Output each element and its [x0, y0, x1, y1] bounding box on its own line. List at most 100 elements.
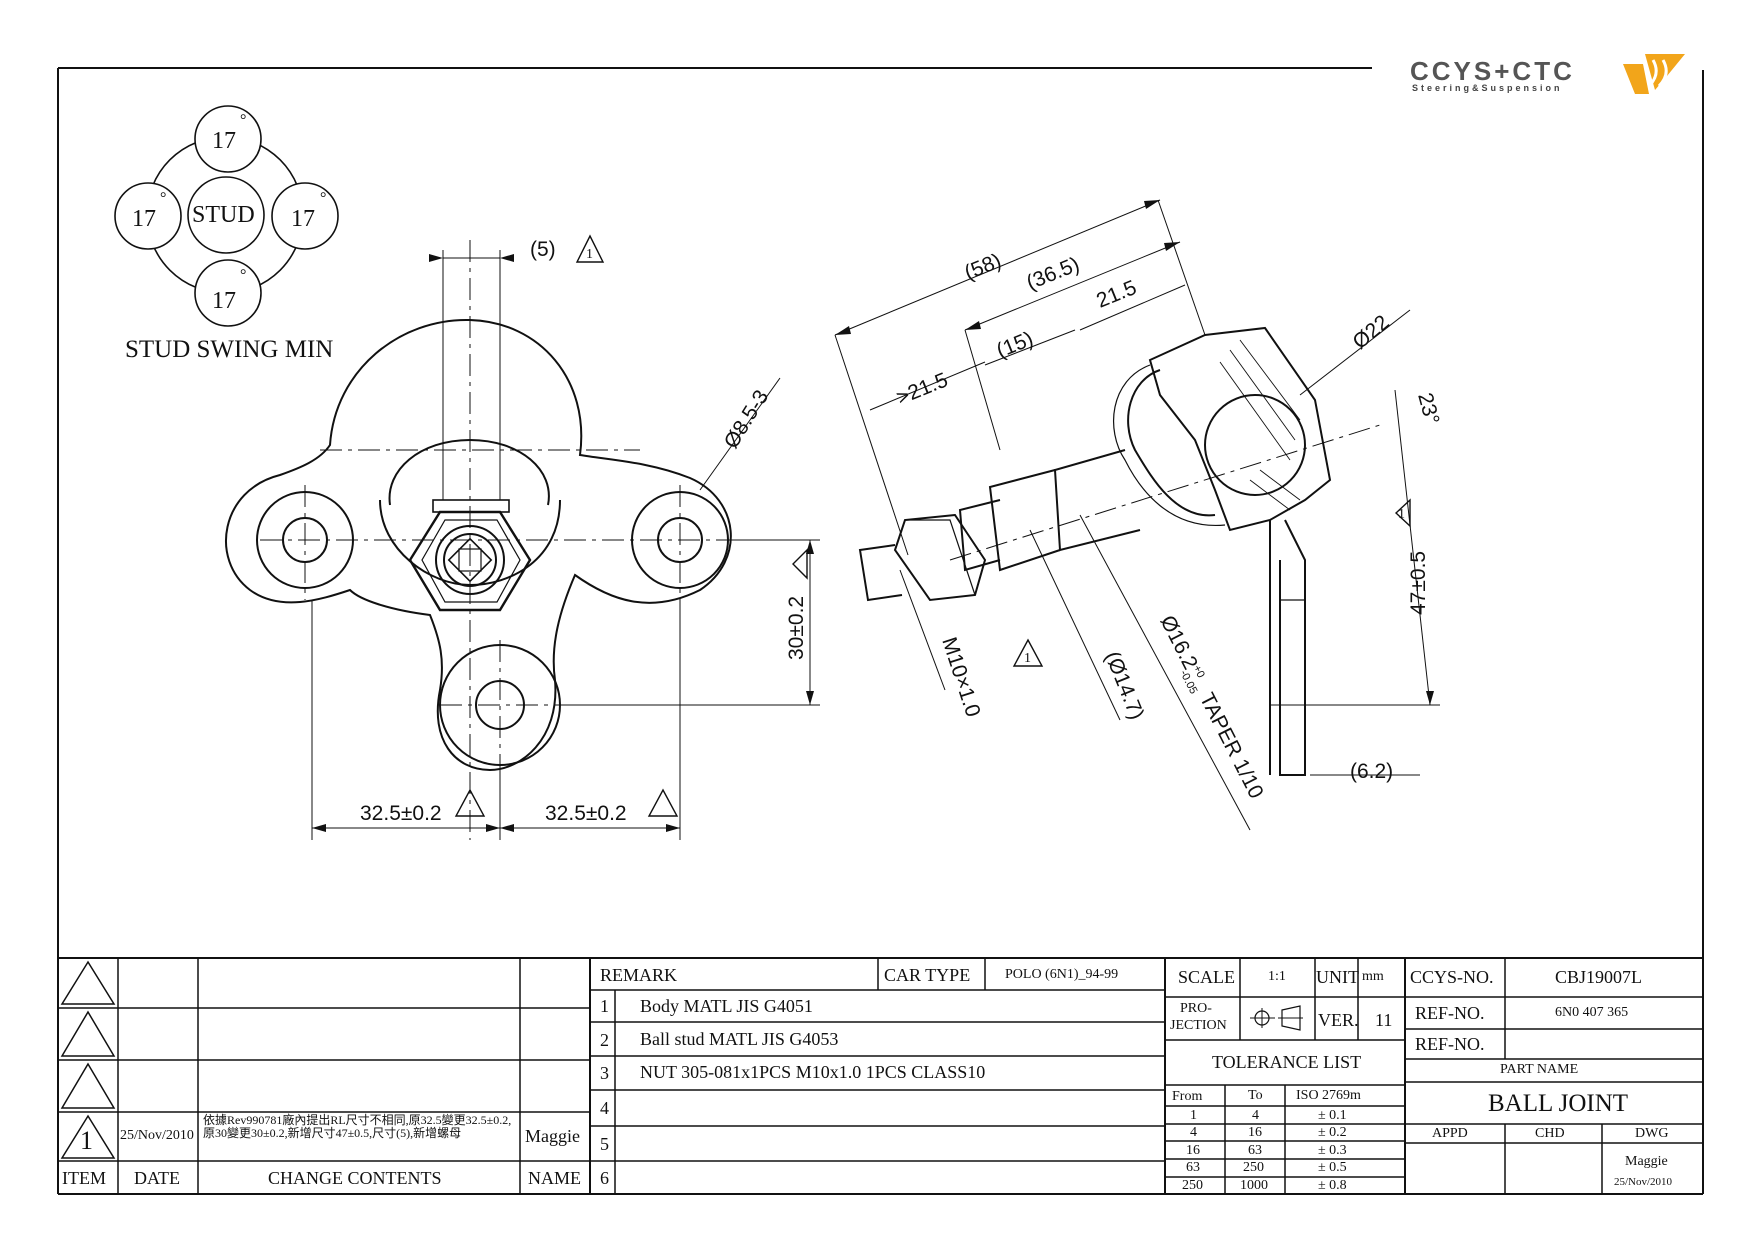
revision-name: Maggie [525, 1126, 580, 1146]
tol-to-1: 4 [1252, 1108, 1259, 1123]
stud-swing-top: 17 [212, 128, 236, 154]
dim-side-taper: Ø16.2+0-0.05TAPER 1/10 [1152, 612, 1268, 804]
ref-no-value-1: 6N0 407 365 [1555, 1005, 1629, 1020]
tol-from-3: 16 [1186, 1143, 1200, 1158]
dim-side-23deg: 23° [1413, 390, 1443, 427]
dim-side-taper-tol-upper: +0 [1190, 663, 1206, 680]
header-change-contents: CHANGE CONTENTS [268, 1168, 442, 1188]
tol-value-2: ± 0.2 [1318, 1125, 1347, 1140]
header-date: DATE [134, 1168, 180, 1188]
dim-side-15: (15) [993, 327, 1036, 362]
stud-swing-diagram [114, 105, 339, 327]
revision-contents: 依據Rev990781廠內提出RL尺寸不相同,原32.5變更32.5±0.2,原… [203, 1113, 512, 1140]
dwg-label: DWG [1635, 1126, 1669, 1141]
ver-label: VER. [1318, 1010, 1359, 1030]
header-item: ITEM [62, 1168, 106, 1188]
unit-label: UNIT [1316, 967, 1359, 987]
revision-mark-side-1: 1 [1024, 651, 1031, 666]
remark-no-2: 2 [600, 1030, 609, 1050]
scale-value: 1:1 [1268, 969, 1286, 984]
stud-swing-deg-bottom: ° [240, 267, 246, 284]
tol-to-3: 63 [1248, 1143, 1262, 1158]
tol-header-std: ISO 2769m [1296, 1088, 1361, 1103]
tol-value-5: ± 0.8 [1318, 1178, 1347, 1193]
dim-side-36-5: (36.5) [1023, 253, 1082, 295]
stud-swing-bottom: 17 [212, 288, 236, 314]
car-type-label: CAR TYPE [884, 965, 971, 985]
company-logo: CCYS+CTC Steering&Suspension [1410, 50, 1700, 100]
tol-from-1: 1 [1190, 1108, 1197, 1123]
dim-front-right: 32.5±0.2 [545, 802, 627, 825]
tol-from-5: 250 [1182, 1178, 1203, 1193]
dim-side-58: (58) [961, 249, 1004, 284]
tol-header-to: To [1248, 1088, 1263, 1103]
ccys-no-value: CBJ19007L [1555, 967, 1643, 987]
dim-front-top: (5) [530, 238, 556, 261]
tol-header-from: From [1172, 1089, 1203, 1104]
stud-swing-center: STUD [192, 202, 255, 228]
remark-no-4: 4 [600, 1098, 609, 1118]
dim-side-thread: M10×1.0 [937, 634, 984, 719]
header-name: NAME [528, 1168, 581, 1188]
dim-side-14-7: (Ø14.7) [1100, 648, 1148, 723]
logo-mark-icon [1623, 54, 1685, 94]
dim-side-6-2: (6.2) [1350, 760, 1393, 783]
part-name-value: BALL JOINT [1488, 1090, 1629, 1117]
revision-item: 1 [80, 1126, 93, 1155]
dim-side-taper-diameter: Ø16.2 [1156, 612, 1202, 673]
remark-text-1: Body MATL JIS G4051 [640, 996, 813, 1016]
projection-label-1: PRO- [1180, 1001, 1212, 1016]
dwg-name: Maggie [1625, 1154, 1668, 1169]
logo-tagline: Steering&Suspension [1412, 83, 1563, 93]
stud-swing-right: 17 [291, 206, 315, 232]
stud-swing-left: 17 [132, 206, 156, 232]
dwg-date: 25/Nov/2010 [1614, 1176, 1673, 1188]
stud-swing-title: STUD SWING MIN [125, 336, 333, 363]
ccys-no-label: CCYS-NO. [1410, 967, 1494, 987]
ref-no-label-1: REF-NO. [1415, 1003, 1485, 1023]
tol-to-4: 250 [1243, 1160, 1264, 1175]
appd-label: APPD [1432, 1126, 1468, 1141]
revision-date: 25/Nov/2010 [120, 1128, 194, 1143]
remark-no-1: 1 [600, 996, 609, 1016]
dim-side-taper-suffix: TAPER 1/10 [1195, 689, 1268, 802]
scale-label: SCALE [1178, 967, 1236, 987]
dim-side-47: 47±0.5 [1407, 551, 1430, 615]
front-view [225, 234, 820, 840]
remark-header: REMARK [600, 965, 678, 985]
remark-no-6: 6 [600, 1168, 609, 1188]
tol-from-2: 4 [1190, 1125, 1197, 1140]
dim-side-phi22: Ø22 [1348, 311, 1393, 354]
tol-value-1: ± 0.1 [1318, 1108, 1347, 1123]
dim-front-vertical: 30±0.2 [785, 596, 808, 660]
dim-front-hole: Ø8.5-3 [720, 386, 774, 453]
stud-swing-deg-left: ° [160, 190, 166, 207]
projection-label-2: JECTION [1170, 1018, 1227, 1033]
revision-mark-side-2: 1 [1398, 507, 1405, 522]
stud-swing-deg-right: ° [320, 190, 326, 207]
remark-no-3: 3 [600, 1063, 609, 1083]
part-name-label: PART NAME [1500, 1062, 1579, 1077]
tolerance-title: TOLERANCE LIST [1212, 1052, 1362, 1072]
drawing-frame [57, 67, 1704, 1195]
stud-swing-deg-top: ° [240, 112, 246, 129]
dim-side-21-5-left: >21.5 [893, 368, 951, 409]
ref-no-label-2: REF-NO. [1415, 1034, 1485, 1054]
tol-from-4: 63 [1186, 1160, 1200, 1175]
tol-value-4: ± 0.5 [1318, 1160, 1347, 1175]
remark-text-2: Ball stud MATL JIS G4053 [640, 1029, 839, 1049]
tol-value-3: ± 0.3 [1318, 1143, 1347, 1158]
title-block-grid [58, 957, 1703, 1194]
logo-name: CCYS+CTC [1410, 56, 1575, 86]
side-view [834, 199, 1440, 831]
chd-label: CHD [1535, 1126, 1565, 1141]
unit-value: mm [1362, 969, 1384, 984]
dim-front-left: 32.5±0.2 [360, 802, 442, 825]
tol-to-2: 16 [1248, 1125, 1262, 1140]
car-type-value: POLO (6N1)_94-99 [1005, 967, 1119, 982]
remark-text-3: NUT 305-081x1PCS M10x1.0 1PCS CLASS10 [640, 1062, 986, 1082]
ver-value: 11 [1375, 1010, 1393, 1030]
tol-to-5: 1000 [1240, 1178, 1268, 1193]
remark-no-5: 5 [600, 1134, 609, 1154]
